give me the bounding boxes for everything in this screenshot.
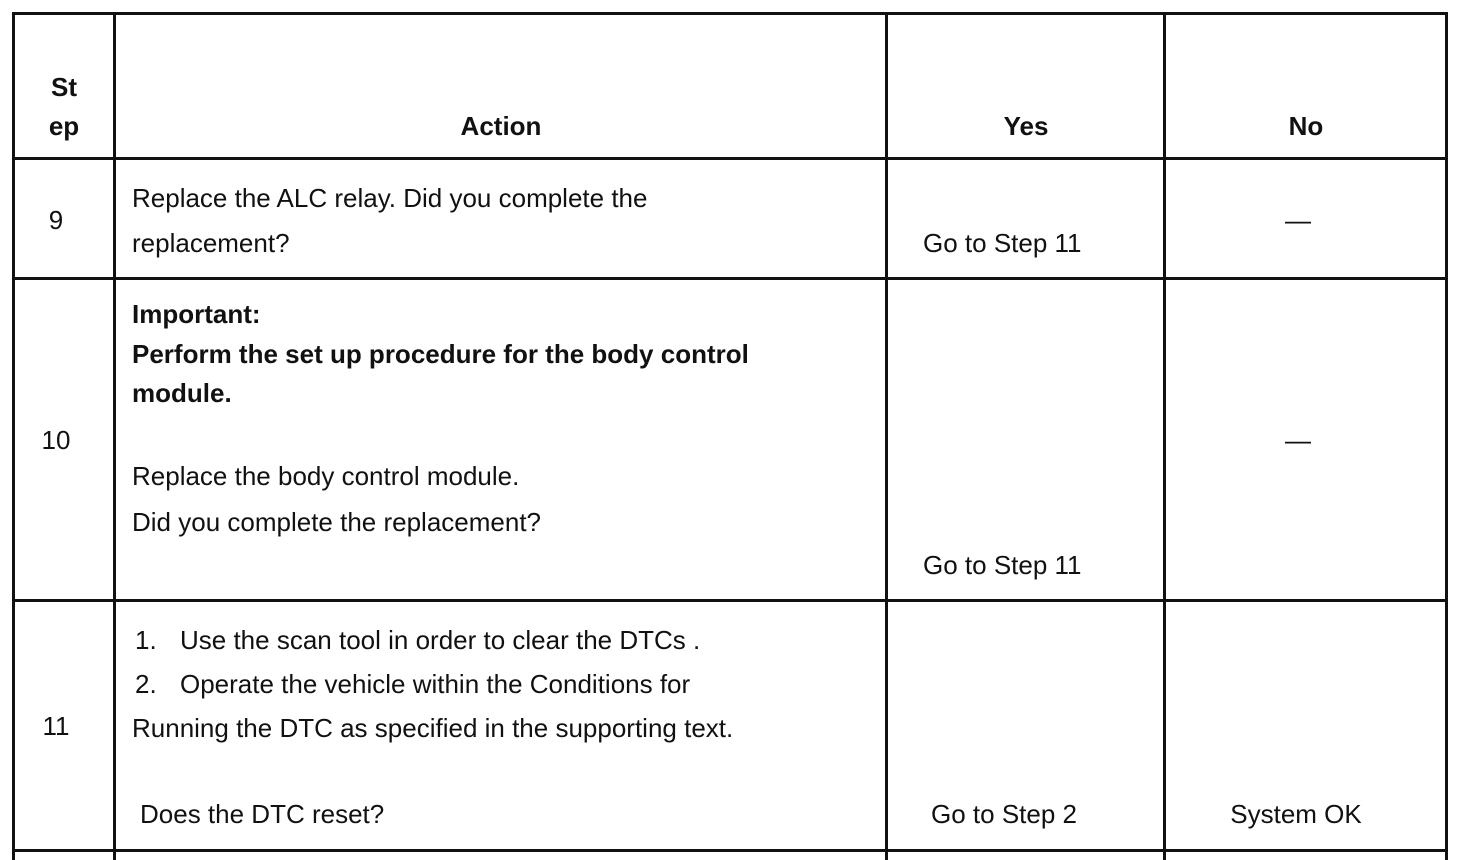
header-step-line2: ep [48, 111, 80, 141]
column-divider [113, 12, 116, 860]
yes-result: Go to Step 11 [923, 550, 1082, 580]
question-text: Does the DTC reset? [140, 799, 385, 829]
step-number: 11 [42, 711, 70, 741]
table-left-border [12, 12, 15, 860]
step-number: 9 [48, 205, 64, 235]
list-item: Use the scan tool in order to clear the … [180, 625, 701, 655]
row-divider [12, 277, 1448, 280]
header-yes: Yes [1003, 111, 1049, 141]
header-step-line1: St [51, 72, 77, 102]
header-action: Action [460, 111, 542, 141]
table-right-border [1445, 12, 1448, 860]
step-number: 10 [41, 425, 71, 455]
table-top-border [12, 12, 1448, 15]
list-item-continuation: Running the DTC as specified in the supp… [132, 713, 734, 743]
no-result: System OK [1230, 799, 1362, 829]
table-bottom-border [12, 849, 1448, 852]
action-text: Replace the ALC relay. Did you complete … [132, 183, 648, 213]
important-note: Perform the set up procedure for the bod… [132, 339, 749, 369]
yes-result: Go to Step 11 [923, 228, 1082, 258]
row-divider [12, 599, 1448, 602]
action-text: Replace the body control module. [132, 461, 520, 491]
header-bottom-border [12, 157, 1448, 160]
yes-result: Go to Step 2 [931, 799, 1077, 829]
header-no: No [1288, 111, 1324, 141]
no-result: — [1285, 425, 1311, 455]
column-divider [1163, 12, 1166, 860]
list-item: Operate the vehicle within the Condition… [180, 669, 691, 699]
list-number: 2. [135, 669, 157, 699]
column-divider [885, 12, 888, 860]
list-number: 1. [135, 625, 157, 655]
important-note: module. [132, 378, 232, 408]
action-text: replacement? [132, 228, 290, 258]
important-label: Important: [132, 299, 261, 329]
no-result: — [1285, 205, 1311, 235]
action-text: Did you complete the replacement? [132, 507, 542, 537]
